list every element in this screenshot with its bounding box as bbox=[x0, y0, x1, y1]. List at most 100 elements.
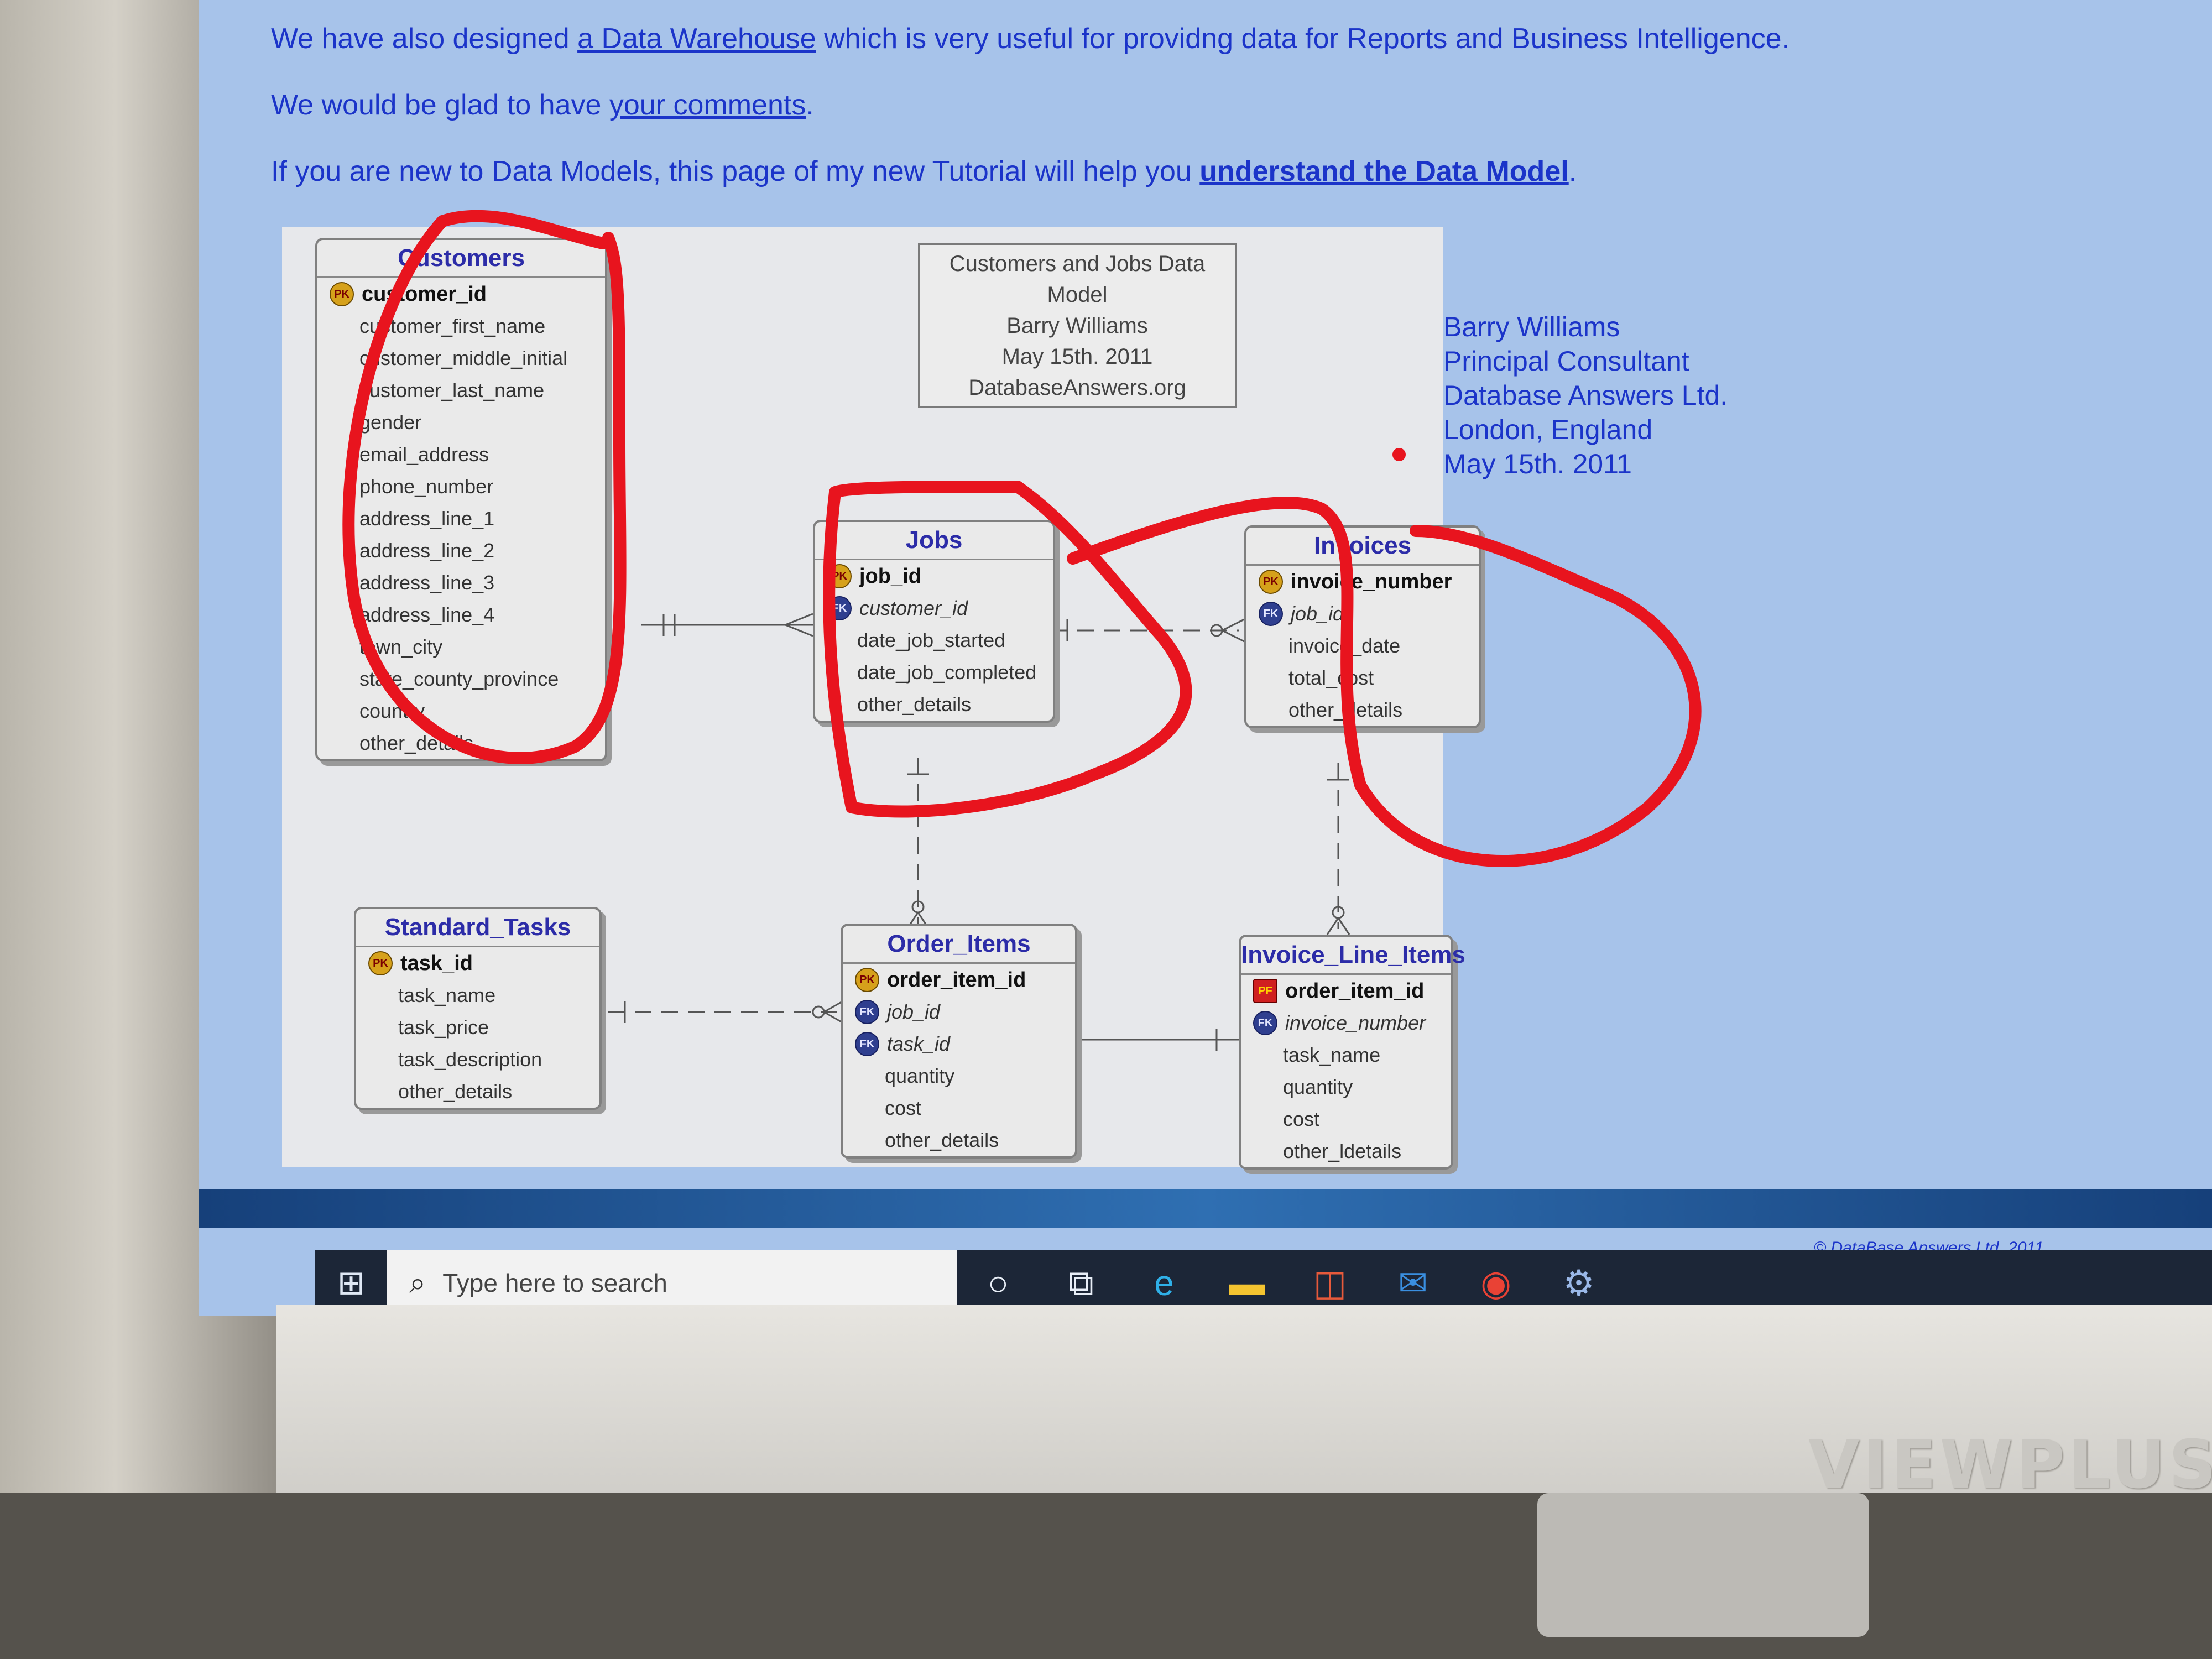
annotation-circle-jobs bbox=[823, 481, 1192, 818]
field-row: address_line_3 bbox=[317, 567, 605, 599]
search-placeholder: Type here to search bbox=[442, 1269, 667, 1297]
text: We would be glad to have bbox=[271, 89, 609, 121]
intro-line-warehouse: We have also designed a Data Warehouse w… bbox=[271, 22, 1790, 55]
field-row: cost bbox=[843, 1092, 1075, 1124]
field-row: address_line_4 bbox=[317, 599, 605, 631]
model-title: Customers and Jobs Data Model bbox=[949, 252, 1206, 307]
field-name: invoice_number bbox=[1285, 1011, 1426, 1034]
field-name: address_line_4 bbox=[359, 603, 495, 626]
field-name: job_id bbox=[887, 1000, 941, 1023]
field-name: task_price bbox=[398, 1016, 489, 1039]
primary-key-icon: PK bbox=[855, 968, 879, 992]
monitor-brand-logo: VIEWPLUS bbox=[1808, 1427, 2212, 1504]
field-name: quantity bbox=[1283, 1076, 1353, 1098]
search-icon: ⌕ bbox=[409, 1266, 426, 1300]
task-view-icon[interactable]: ⧉ bbox=[1068, 1262, 1094, 1303]
data-warehouse-link[interactable]: a Data Warehouse bbox=[577, 23, 816, 55]
field-name: task_description bbox=[398, 1048, 542, 1071]
field-name: quantity bbox=[885, 1065, 955, 1087]
cortana-icon[interactable]: ○ bbox=[987, 1263, 1009, 1303]
field-row: address_line_1 bbox=[317, 503, 605, 535]
text: . bbox=[1568, 155, 1577, 187]
screen: We have also designed a Data Warehouse w… bbox=[199, 0, 2212, 1316]
monitor-bezel-bottom bbox=[276, 1305, 2212, 1504]
field-name: job_id bbox=[859, 564, 921, 588]
entity-title: Standard_Tasks bbox=[356, 909, 599, 947]
field-name: email_address bbox=[359, 443, 489, 466]
intro-line-comments: We would be glad to have your comments. bbox=[271, 88, 814, 122]
field-row: other_details bbox=[815, 688, 1053, 721]
entity-title: Jobs bbox=[815, 522, 1053, 560]
field-name: cost bbox=[1283, 1108, 1320, 1130]
field-name: order_item_id bbox=[887, 968, 1026, 992]
field-row: address_line_2 bbox=[317, 535, 605, 567]
desk-surface bbox=[0, 1493, 2212, 1659]
foreign-key-icon: FK bbox=[855, 1000, 879, 1024]
chrome-icon[interactable]: ◉ bbox=[1480, 1262, 1511, 1303]
annotation-circle-invoices bbox=[1067, 497, 1702, 868]
store-icon[interactable]: ◫ bbox=[1313, 1262, 1347, 1303]
author-title: Principal Consultant bbox=[1443, 346, 1689, 377]
field-row: task_name bbox=[1241, 1039, 1451, 1071]
field-name: date_job_completed bbox=[857, 661, 1037, 684]
field-row: date_job_started bbox=[815, 624, 1053, 656]
field-row: customer_middle_initial bbox=[317, 342, 605, 374]
field-row: gender bbox=[317, 406, 605, 439]
model-site: DatabaseAnswers.org bbox=[968, 375, 1186, 400]
field-row: PK order_item_id bbox=[843, 964, 1075, 996]
field-row: other_details bbox=[843, 1124, 1075, 1156]
field-name: job_id bbox=[1291, 602, 1344, 625]
field-name: address_line_1 bbox=[359, 507, 495, 530]
field-name: address_line_3 bbox=[359, 571, 495, 594]
annotation-circle-customers bbox=[342, 210, 627, 764]
mail-icon[interactable]: ✉ bbox=[1398, 1262, 1428, 1303]
field-row: total_cost bbox=[1246, 662, 1479, 694]
field-name: other_ldetails bbox=[1283, 1140, 1402, 1162]
field-name: order_item_id bbox=[1285, 979, 1425, 1003]
field-name: task_name bbox=[398, 984, 496, 1006]
field-row: quantity bbox=[1241, 1071, 1451, 1103]
field-row: other_ldetails bbox=[1241, 1135, 1451, 1167]
understand-data-model-link[interactable]: understand the Data Model bbox=[1199, 155, 1569, 187]
comments-link[interactable]: your comments bbox=[609, 89, 806, 121]
field-name: address_line_2 bbox=[359, 539, 495, 562]
field-name: invoice_number bbox=[1291, 570, 1452, 593]
author-date: May 15th. 2011 bbox=[1443, 448, 1632, 479]
monitor-stand bbox=[1537, 1493, 1869, 1637]
model-title-box: Customers and Jobs Data Model Barry Will… bbox=[918, 243, 1237, 408]
model-author: Barry Williams bbox=[1006, 314, 1148, 338]
red-annotation-layer bbox=[342, 210, 1702, 868]
data-model-diagram: Customers and Jobs Data Model Barry Will… bbox=[282, 227, 1481, 1170]
author-company: Database Answers Ltd. bbox=[1443, 380, 1728, 411]
field-name: task_id bbox=[887, 1032, 951, 1055]
field-name: total_cost bbox=[1288, 666, 1374, 689]
primary-key-icon: PK bbox=[330, 282, 354, 306]
windows-start-icon[interactable]: ⊞ bbox=[337, 1264, 366, 1301]
field-name: task_id bbox=[400, 951, 473, 975]
field-name: phone_number bbox=[359, 475, 494, 498]
field-row: email_address bbox=[317, 439, 605, 471]
field-name: customer_id bbox=[859, 597, 968, 619]
text: We have also designed bbox=[271, 23, 578, 55]
field-name: customer_middle_initial bbox=[359, 347, 568, 369]
primary-key-icon: PK bbox=[1259, 570, 1283, 594]
entity-title: Order_Items bbox=[843, 926, 1075, 964]
field-name: gender bbox=[359, 411, 422, 434]
field-row: task_name bbox=[356, 979, 599, 1011]
field-name: other_details bbox=[398, 1080, 513, 1103]
field-row: task_price bbox=[356, 1011, 599, 1044]
author-location: London, England bbox=[1443, 414, 1653, 445]
annotation-dot bbox=[1392, 448, 1406, 461]
entity-title: Invoice_Line_Items bbox=[1241, 937, 1465, 975]
field-row: date_job_completed bbox=[815, 656, 1053, 688]
text: which is very useful for providng data f… bbox=[816, 23, 1790, 55]
field-name: other_details bbox=[857, 693, 972, 716]
field-row: customer_last_name bbox=[317, 374, 605, 406]
